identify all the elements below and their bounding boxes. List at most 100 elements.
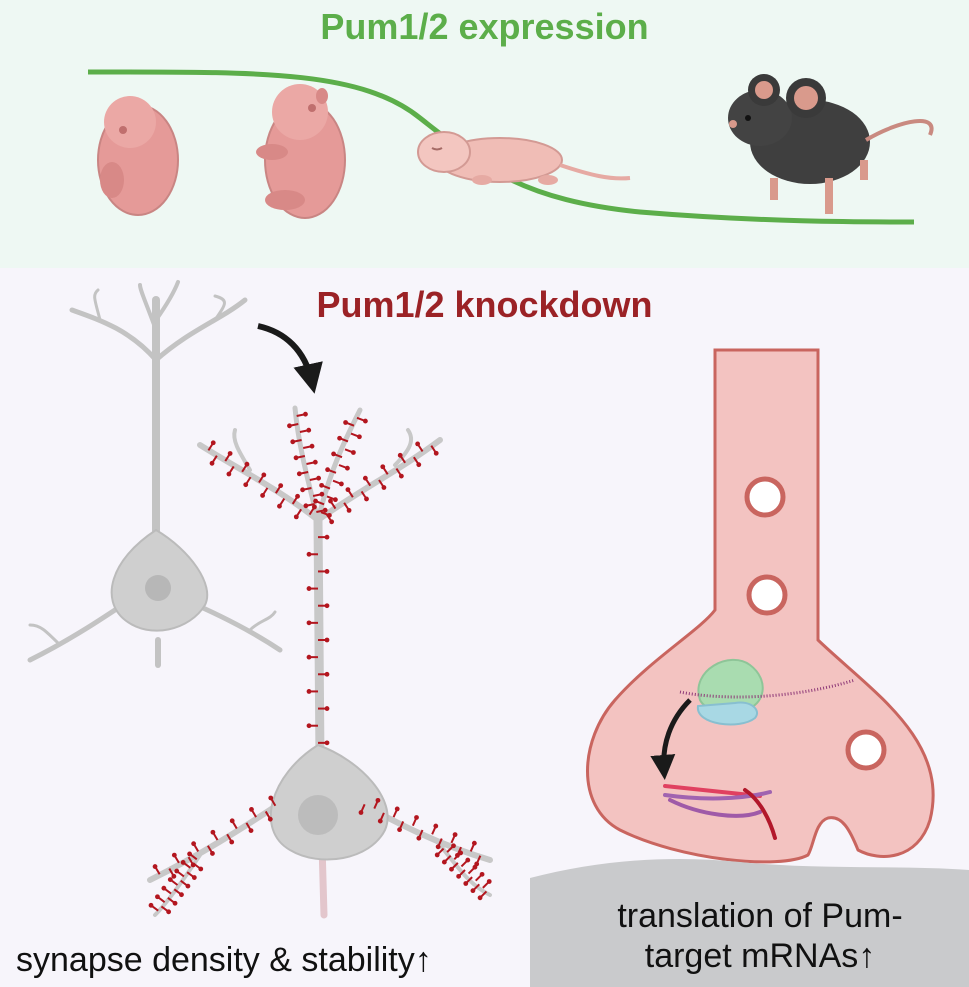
- spine-head: [470, 888, 476, 894]
- spine-head: [415, 441, 421, 447]
- spine-head: [381, 485, 387, 490]
- spine-head: [180, 860, 186, 865]
- spine-head: [166, 909, 172, 915]
- control-neuron-nucleus: [145, 575, 171, 601]
- spine-head: [191, 841, 197, 847]
- spine-head: [328, 498, 333, 504]
- spine-head: [435, 844, 441, 850]
- spine-head: [324, 534, 330, 540]
- spine-head: [227, 451, 233, 456]
- spine-head: [198, 866, 204, 872]
- spine-head: [290, 439, 296, 445]
- spine-head: [210, 851, 215, 856]
- spine-head: [312, 459, 318, 465]
- spine-head: [277, 503, 282, 509]
- spine-head: [324, 740, 330, 746]
- spine-head: [229, 818, 235, 824]
- spine-head: [345, 487, 351, 493]
- spine-head: [174, 868, 180, 874]
- spine-head: [179, 892, 184, 898]
- spine-head: [229, 839, 235, 845]
- spine-head: [303, 503, 309, 509]
- spine-head: [398, 473, 404, 479]
- spine-head: [472, 864, 478, 870]
- spine-head: [260, 493, 266, 498]
- spine-head: [324, 706, 330, 711]
- embryo-icon: [97, 96, 179, 216]
- spine-head: [209, 460, 215, 466]
- spine-head: [451, 843, 456, 849]
- newborn-pup-icon: [417, 131, 631, 185]
- spine-head: [278, 483, 284, 489]
- spine-head: [306, 689, 312, 694]
- knockdown-arrow: [257, 323, 323, 394]
- spine-head: [339, 481, 344, 487]
- spine-head: [300, 487, 306, 493]
- spine-head: [287, 423, 292, 429]
- spine-head: [306, 723, 312, 729]
- spine-head: [433, 450, 439, 456]
- spine-head: [148, 902, 154, 908]
- spine-head: [171, 852, 177, 858]
- spine-head: [458, 850, 464, 856]
- mrna-strand: [679, 678, 856, 699]
- spine-head: [324, 603, 330, 609]
- spine-head: [358, 810, 364, 815]
- spine-head: [477, 895, 483, 901]
- spine-head: [187, 851, 192, 857]
- spine-head: [313, 498, 318, 504]
- spine-head: [267, 816, 273, 822]
- spine-head: [210, 440, 216, 446]
- spine-head: [249, 807, 254, 812]
- late-embryo-icon: [256, 84, 346, 219]
- spine-head: [416, 835, 422, 841]
- spine-head: [452, 832, 458, 838]
- spine-head: [243, 482, 249, 488]
- translation-caption-line-1: translation of Pum-: [617, 897, 903, 935]
- spine-head: [295, 493, 300, 499]
- translation-arrow: [650, 698, 692, 780]
- spine-head: [296, 471, 302, 477]
- spine-head: [463, 881, 469, 886]
- spine-head: [261, 472, 267, 478]
- spine-head: [331, 451, 336, 457]
- synaptic-vesicles: [744, 476, 887, 771]
- spine-head: [380, 464, 386, 470]
- spine-head: [433, 823, 439, 829]
- translation-caption: translation of Pum- target mRNAs↑: [560, 896, 960, 976]
- spine-head: [416, 462, 422, 468]
- spine-head: [171, 873, 177, 879]
- spine-head: [346, 507, 352, 513]
- spine-head: [465, 857, 471, 863]
- spine-head: [191, 875, 197, 880]
- spine-head: [345, 465, 350, 471]
- spine-head: [362, 475, 368, 481]
- spine-head: [319, 482, 324, 488]
- spine-head: [293, 514, 299, 520]
- spine-head: [172, 900, 178, 906]
- spine-head: [306, 427, 312, 433]
- dendritic-spines: [148, 411, 492, 915]
- spine-head: [394, 806, 400, 812]
- spine-head: [306, 620, 312, 626]
- spine-head: [155, 894, 160, 900]
- spine-head: [161, 885, 167, 891]
- spine-head: [248, 828, 254, 833]
- spine-head: [329, 519, 335, 525]
- spine-head: [377, 818, 383, 824]
- spine-head: [414, 815, 419, 820]
- spine-head: [375, 797, 381, 803]
- spine-head: [319, 491, 325, 497]
- translation-caption-line-2: target mRNAs↑: [644, 937, 876, 975]
- synapse-caption: synapse density & stability↑: [16, 941, 432, 979]
- spine-head: [306, 586, 312, 591]
- spine-head: [364, 496, 369, 502]
- spine-head: [479, 871, 485, 877]
- spine-head: [327, 512, 332, 518]
- spine-head: [434, 852, 440, 858]
- spine-head: [337, 435, 342, 441]
- spine-head: [268, 795, 274, 801]
- spine-head: [185, 883, 191, 889]
- ribosome-icon: [696, 659, 764, 726]
- spine-head: [441, 859, 447, 865]
